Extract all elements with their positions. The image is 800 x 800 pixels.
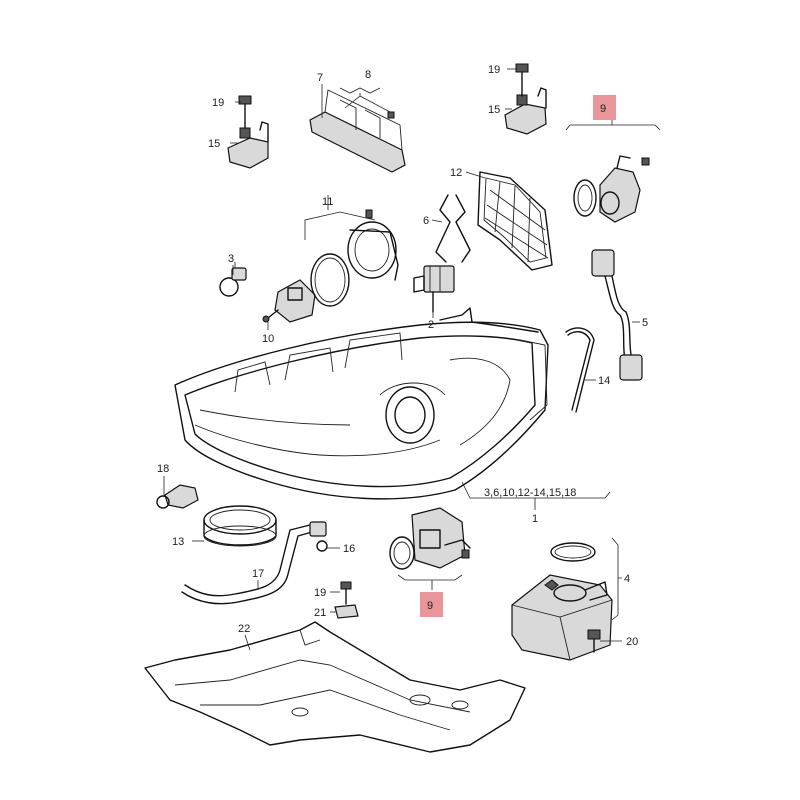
label-18: 18	[157, 463, 169, 475]
part-18-bulb	[156, 484, 199, 509]
label-2: 2	[428, 319, 434, 331]
label-19-bottom: 19	[314, 587, 326, 599]
label-10: 10	[262, 333, 274, 345]
part-3-bulb	[219, 262, 247, 297]
part-12-grille	[477, 171, 553, 271]
label-15-top: 15	[488, 104, 500, 116]
label-11: 11	[322, 196, 333, 208]
label-16: 16	[343, 543, 355, 555]
label-4: 4	[624, 573, 630, 585]
part-15-top-motor	[504, 87, 547, 135]
label-7: 7	[317, 72, 323, 84]
part-10-bulb-holder	[262, 279, 316, 323]
label-21: 21	[314, 607, 326, 619]
part-20-bolt	[587, 629, 601, 653]
part-13-ring-seal	[203, 505, 277, 547]
part-6-clip	[435, 194, 471, 263]
label-15-left: 15	[208, 138, 220, 150]
leader-lines	[163, 68, 661, 651]
label-6: 6	[423, 215, 429, 227]
part-16-17-hose	[181, 521, 328, 605]
part-11-seal-and-flange	[310, 209, 399, 307]
label-22: 22	[238, 623, 250, 635]
part-7-bracket	[309, 89, 406, 173]
part-14-wire	[565, 327, 595, 413]
label-12: 12	[450, 167, 462, 179]
label-17: 17	[252, 568, 264, 580]
label-9-bottom: 9	[427, 600, 433, 612]
highlight-box-9-top	[593, 95, 616, 120]
part-15-left-motor	[227, 121, 269, 169]
label-14: 14	[598, 375, 610, 387]
label-19-left: 19	[212, 97, 224, 109]
label-3: 3	[228, 253, 234, 265]
label-assembly: 3,6,10,12-14,15,18	[484, 487, 576, 499]
part-19-bolts	[238, 63, 529, 605]
part-2-bulb	[413, 265, 455, 313]
label-1: 1	[532, 513, 538, 525]
label-9-top: 9	[600, 103, 606, 115]
label-13: 13	[172, 536, 184, 548]
part-4-ballast	[511, 542, 613, 661]
part-21-clip	[334, 604, 359, 619]
label-8: 8	[365, 69, 371, 81]
part-9-top-actuator	[573, 155, 650, 223]
highlight-box-9-bottom	[420, 592, 443, 617]
headlamp-housing	[174, 307, 549, 500]
part-5-harness	[591, 249, 643, 381]
label-20: 20	[626, 636, 638, 648]
label-5: 5	[642, 317, 648, 329]
label-19-top: 19	[488, 64, 500, 76]
part-22-support	[144, 621, 526, 753]
part-9-bottom-actuator	[389, 507, 471, 570]
